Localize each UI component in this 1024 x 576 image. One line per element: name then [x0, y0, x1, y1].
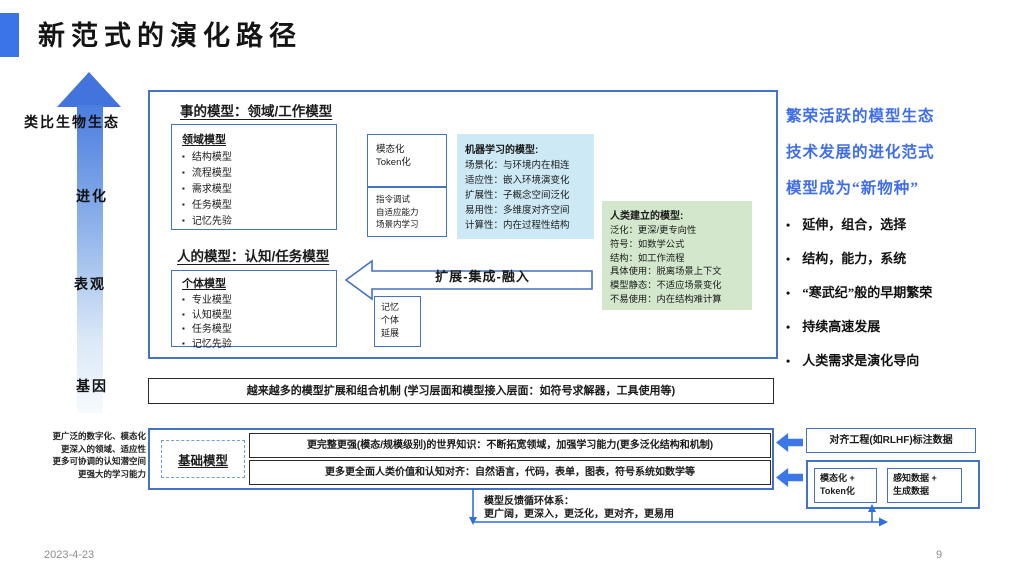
incontext-line: 场景内学习	[376, 219, 419, 229]
domain-model-item: 记忆先验	[182, 213, 326, 229]
slide-title: 新范式的演化路径	[38, 21, 302, 51]
side-note-line: 更强大的学习能力	[77, 468, 146, 479]
domain-model-item: 需求模型	[182, 181, 326, 197]
feedback-loop-line: 更广阔，更深入，更泛化，更对齐，更易用	[484, 509, 674, 520]
model-ecosystem-panel: 事的模型：领域/工作模型 领域模型 结构模型 流程模型 需求模型 任务模型 记忆…	[148, 90, 778, 359]
side-note-line: 更深入的领域、适应性	[60, 443, 146, 454]
ml-model-item: 扩展性：子概念空间泛化	[465, 190, 570, 201]
side-note-line: 更多可协调的认知潜空间	[52, 456, 146, 466]
ml-models-title: 机器学习的模型:	[465, 145, 539, 156]
individual-model-item: 专业模型	[182, 293, 326, 308]
modality-token-data-box: 模态化 + Token化	[814, 468, 877, 503]
commentary-headline: 模型成为“新物种”	[786, 180, 920, 197]
title-accent-bar	[0, 13, 19, 57]
foundation-row-alignment: 更多更全面人类价值和认知对齐：自然语言，代码，表单，图表，符号系统如数学等	[249, 460, 771, 485]
perception-data-line: 感知数据 +	[893, 473, 937, 483]
individual-model-box: 个体模型 专业模型 认知模型 任务模型 记忆先验	[171, 270, 337, 350]
human-built-item: 符号：如数学公式	[610, 238, 685, 249]
commentary-bullet: 延伸，组合，选择	[786, 214, 1022, 233]
axis-label-gene: 基因	[76, 380, 108, 395]
human-built-item: 具体使用：脱离场景上下文	[610, 266, 722, 277]
modality-token-box: 模态化 Token化	[367, 134, 447, 187]
commentary-headline: 技术发展的进化范式	[786, 144, 935, 161]
human-built-item: 模型静态：不适应场景变化	[610, 280, 722, 291]
domain-model-item: 流程模型	[182, 165, 326, 181]
evolution-arrow-head-icon	[57, 72, 121, 107]
human-built-models-box: 人类建立的模型: 泛化：更深/更专向性 符号：如数学公式 结构：如工作流程 具体…	[602, 201, 752, 310]
generation-data-line: 生成数据	[893, 485, 930, 496]
expand-integrate-arrow	[345, 259, 593, 301]
people-model-header: 人的模型：认知/任务模型	[177, 249, 330, 264]
commentary-headline: 繁荣活跃的模型生态	[786, 108, 935, 125]
axis-label-analogy: 类比生物生态	[24, 116, 120, 131]
individual-model-title: 个体模型	[182, 278, 226, 290]
commentary-panel: 繁荣活跃的模型生态 技术发展的进化范式 模型成为“新物种” 延伸，组合，选择 结…	[786, 104, 1022, 384]
feedback-loop-connector	[469, 488, 888, 527]
individual-model-item: 任务模型	[182, 322, 326, 337]
slide-date: 2023-4-23	[44, 549, 95, 561]
human-built-item: 泛化：更深/更专向性	[610, 225, 697, 235]
commentary-bullet: 人类需求是演化导向	[786, 350, 1022, 369]
individual-model-item: 认知模型	[182, 308, 326, 323]
domain-model-title: 领域模型	[182, 134, 226, 146]
foundation-model-box: 基础模型	[161, 440, 245, 478]
rlhf-annotation-box: 对齐工程(如RLHF)标注数据	[806, 428, 976, 453]
ml-model-item: 计算性：内在过程性结构	[465, 220, 570, 231]
adaptive-line: 自适应能力	[376, 206, 419, 217]
domain-model-item: 任务模型	[182, 197, 326, 213]
foundation-side-note: 更广泛的数字化、模态化 更深入的领域、适应性 更多可协调的认知潜空间 更强大的学…	[14, 430, 146, 480]
foundation-row-knowledge: 更完整更强(模态/规模级别)的世界知识：不断拓宽领域，加强学习能力(更多泛化结构…	[249, 433, 771, 458]
data-source-group-box: 模态化 + Token化 感知数据 + 生成数据	[806, 460, 980, 509]
mechanism-bar: 越来越多的模型扩展和组合机制 (学习层面和模型接入层面：如符号求解器，工具使用等…	[148, 378, 774, 404]
left-arrow-icon	[776, 468, 803, 487]
ml-models-box: 机器学习的模型: 场景化：与环境内在相连 适应性：嵌入环境演变化 扩展性：子概念…	[457, 134, 594, 239]
commentary-bullet: 结构，能力，系统	[786, 248, 1022, 267]
page-number: 9	[936, 549, 943, 561]
instruct-tuning-box: 指令调试 自适应能力 场景内学习	[367, 187, 447, 237]
extension-line: 延展	[381, 328, 400, 338]
memory-line: 记忆	[381, 302, 400, 312]
domain-model-box: 领域模型 结构模型 流程模型 需求模型 任务模型 记忆先验	[171, 124, 337, 230]
individual-model-item: 记忆先验	[182, 337, 326, 352]
feedback-loop-title: 模型反馈循环体系：	[484, 496, 574, 507]
evolution-arrow-shaft	[77, 105, 103, 413]
token-line: Token化	[376, 157, 411, 168]
memory-extension-box: 记忆 个体 延展	[374, 296, 421, 347]
human-built-item: 结构：如工作流程	[610, 252, 685, 263]
ml-model-item: 适应性：嵌入环境演变化	[465, 175, 570, 186]
token-data-line: Token化	[820, 485, 855, 496]
foundation-model-panel: 基础模型 更完整更强(模态/规模级别)的世界知识：不断拓宽领域，加强学习能力(更…	[148, 428, 774, 490]
perception-generation-data-box: 感知数据 + 生成数据	[887, 468, 962, 503]
ml-model-item: 场景化：与环境内在相连	[465, 160, 570, 171]
modality-line: 模态化	[376, 144, 405, 155]
human-built-title: 人类建立的模型:	[610, 211, 684, 222]
ml-model-item: 易用性：多维度对齐空间	[465, 205, 570, 216]
side-note-line: 更广泛的数字化、模态化	[52, 431, 146, 441]
left-arrow-icon	[776, 433, 803, 452]
axis-label-epigenetic: 表观	[74, 278, 106, 293]
commentary-bullet: “寒武纪”般的早期繁荣	[786, 282, 1022, 301]
instruct-line: 指令调试	[376, 194, 411, 204]
expand-arrow-label: 扩展-集成-融入	[435, 269, 530, 284]
axis-label-evolution: 进化	[76, 190, 108, 205]
things-model-header: 事的模型：领域/工作模型	[180, 104, 333, 119]
individual-line: 个体	[381, 315, 400, 325]
modality-data-line: 模态化 +	[820, 473, 855, 483]
domain-model-item: 结构模型	[182, 149, 326, 165]
commentary-bullet: 持续高速发展	[786, 316, 1022, 335]
human-built-item: 不易使用：内在结构难计算	[610, 293, 722, 304]
